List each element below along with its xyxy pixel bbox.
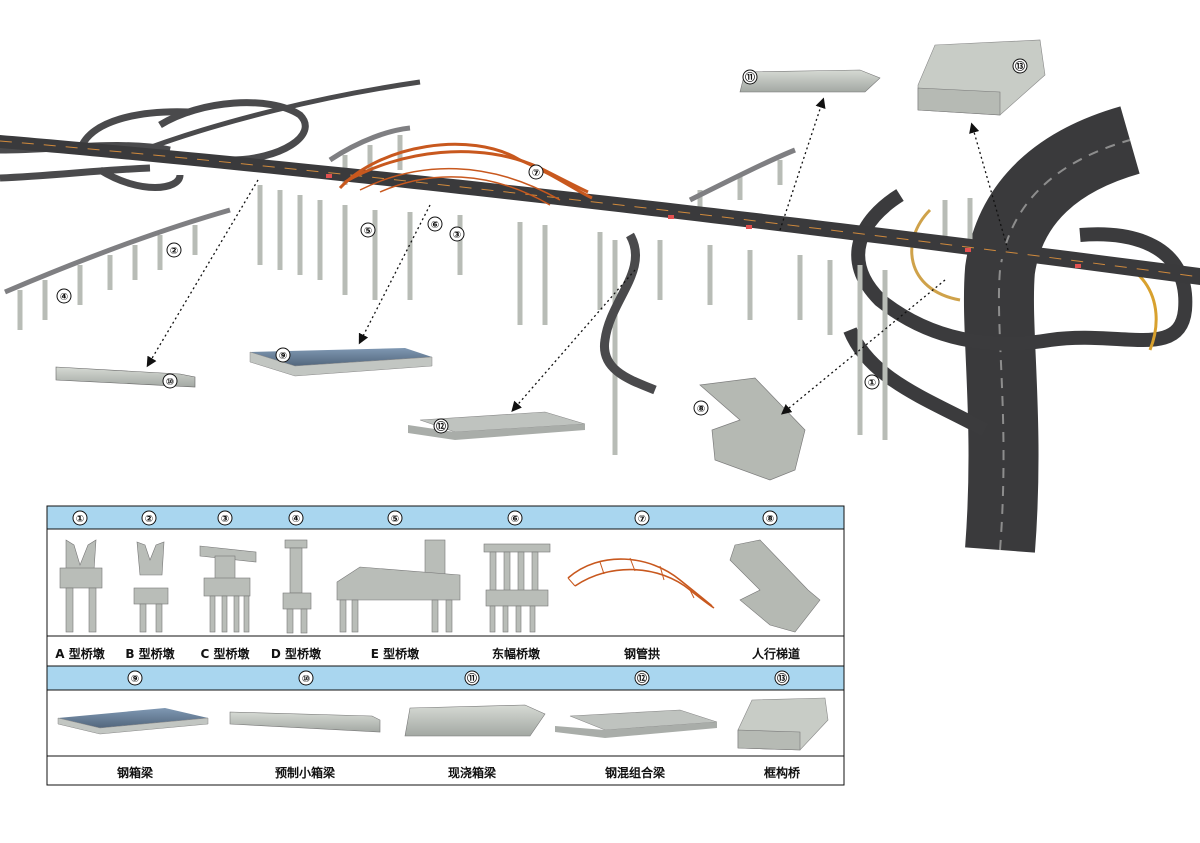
svg-text:⑦: ⑦ <box>532 168 540 179</box>
callout-4: ④ <box>56 288 72 304</box>
d-type-pier-icon <box>282 539 312 634</box>
label-cast-in-place-girder: 现浇箱梁 <box>448 765 496 780</box>
svg-text:⑩: ⑩ <box>166 377 174 388</box>
svg-text:⑤: ⑤ <box>391 514 399 525</box>
label-a-type-pier: A 型桥墩 <box>55 646 105 661</box>
label-precast-box-girder: 预制小箱梁 <box>275 765 335 780</box>
frame-bridge-icon <box>737 697 829 751</box>
ramps <box>4 125 796 395</box>
svg-text:②: ② <box>170 246 178 257</box>
b-type-pier-icon <box>133 541 169 633</box>
legend-header-row2 <box>46 665 845 691</box>
callout-arrows <box>146 97 1009 415</box>
label-b-type-pier: B 型桥墩 <box>125 646 175 661</box>
legend-row1-labels: A 型桥墩 B 型桥墩 C 型桥墩 D 型桥墩 E 型桥墩 东幅桥墩 钢管拱 人… <box>55 646 800 661</box>
main-deck <box>0 135 1200 285</box>
label-composite-girder: 钢混组合梁 <box>605 765 665 780</box>
svg-text:④: ④ <box>292 514 300 525</box>
callout-13: ⑬ <box>1012 58 1028 74</box>
component-legend: ① ② ③ ④ ⑤ ⑥ ⑦ ⑧ <box>46 505 845 786</box>
svg-text:③: ③ <box>453 230 461 241</box>
girder-models <box>55 39 1046 481</box>
callout-12: ⑫ <box>433 418 449 434</box>
label-steel-box-girder: 钢箱梁 <box>117 765 153 780</box>
callout-1: ① <box>864 374 880 390</box>
svg-text:①: ① <box>76 514 84 525</box>
svg-text:⑬: ⑬ <box>777 672 787 685</box>
svg-text:⑫: ⑫ <box>637 672 647 685</box>
label-d-type-pier: D 型桥墩 <box>271 646 322 661</box>
e-type-pier-icon <box>336 539 461 633</box>
legend-header-row1 <box>46 505 845 530</box>
steel-arch <box>338 142 593 206</box>
svg-text:⑧: ⑧ <box>766 514 774 525</box>
label-steel-tube-arch: 钢管拱 <box>624 646 660 661</box>
svg-text:⑩: ⑩ <box>302 674 310 685</box>
callout-3: ③ <box>449 226 465 242</box>
steel-tube-arch-icon <box>567 557 715 609</box>
svg-text:⑪: ⑪ <box>467 672 477 685</box>
callout-labels: ① ② ③ ④ ⑤ ⑥ ⑦ ⑧ ⑨ ⑩ ⑪ ⑫ ⑬ <box>56 58 1028 434</box>
label-pedestrian-stair: 人行梯道 <box>752 646 800 661</box>
composite-girder-icon <box>555 709 718 738</box>
callout-9: ⑨ <box>275 347 291 363</box>
legend-row2-labels: 钢箱梁 预制小箱梁 现浇箱梁 钢混组合梁 框构桥 <box>117 765 801 780</box>
pedestrian-stair-icon <box>729 539 821 633</box>
svg-text:④: ④ <box>60 292 68 303</box>
callout-7: ⑦ <box>528 164 544 180</box>
label-e-type-pier: E 型桥墩 <box>371 646 420 661</box>
label-east-pier: 东幅桥墩 <box>492 646 541 661</box>
east-pier-icon <box>483 543 551 633</box>
east-interchange <box>843 106 1193 553</box>
c-type-pier-icon <box>199 545 257 633</box>
svg-text:⑤: ⑤ <box>364 226 372 237</box>
steel-box-girder-icon <box>57 708 209 735</box>
cast-in-place-girder-icon <box>404 704 546 737</box>
svg-text:⑥: ⑥ <box>511 514 519 525</box>
callout-10: ⑩ <box>162 373 178 389</box>
bridge-model: ① ② ③ ④ ⑤ ⑥ ⑦ ⑧ ⑨ ⑩ ⑪ ⑫ ⑬ <box>0 39 1200 553</box>
label-frame-bridge: 框构桥 <box>764 765 801 780</box>
svg-text:⑨: ⑨ <box>279 351 287 362</box>
a-type-pier-icon <box>59 539 103 633</box>
callout-2: ② <box>166 242 182 258</box>
callout-6: ⑥ <box>427 216 443 232</box>
label-c-type-pier: C 型桥墩 <box>201 646 251 661</box>
left-interchange <box>0 79 421 191</box>
svg-text:⑦: ⑦ <box>638 514 646 525</box>
legend-row2-numbers: ⑨ ⑩ ⑪ ⑫ ⑬ <box>127 670 790 686</box>
svg-text:⑫: ⑫ <box>436 420 446 433</box>
svg-text:①: ① <box>868 378 876 389</box>
svg-text:⑨: ⑨ <box>131 674 139 685</box>
svg-text:②: ② <box>145 514 153 525</box>
callout-5: ⑤ <box>360 222 376 238</box>
svg-text:⑧: ⑧ <box>697 404 705 415</box>
legend-row1-numbers: ① ② ③ ④ ⑤ ⑥ ⑦ ⑧ <box>72 510 778 526</box>
svg-text:⑪: ⑪ <box>745 71 755 84</box>
callout-11: ⑪ <box>742 69 758 85</box>
svg-text:⑥: ⑥ <box>431 220 439 231</box>
svg-text:⑬: ⑬ <box>1015 60 1025 73</box>
svg-text:③: ③ <box>221 514 229 525</box>
callout-8: ⑧ <box>693 400 709 416</box>
precast-box-girder-icon <box>229 711 381 733</box>
